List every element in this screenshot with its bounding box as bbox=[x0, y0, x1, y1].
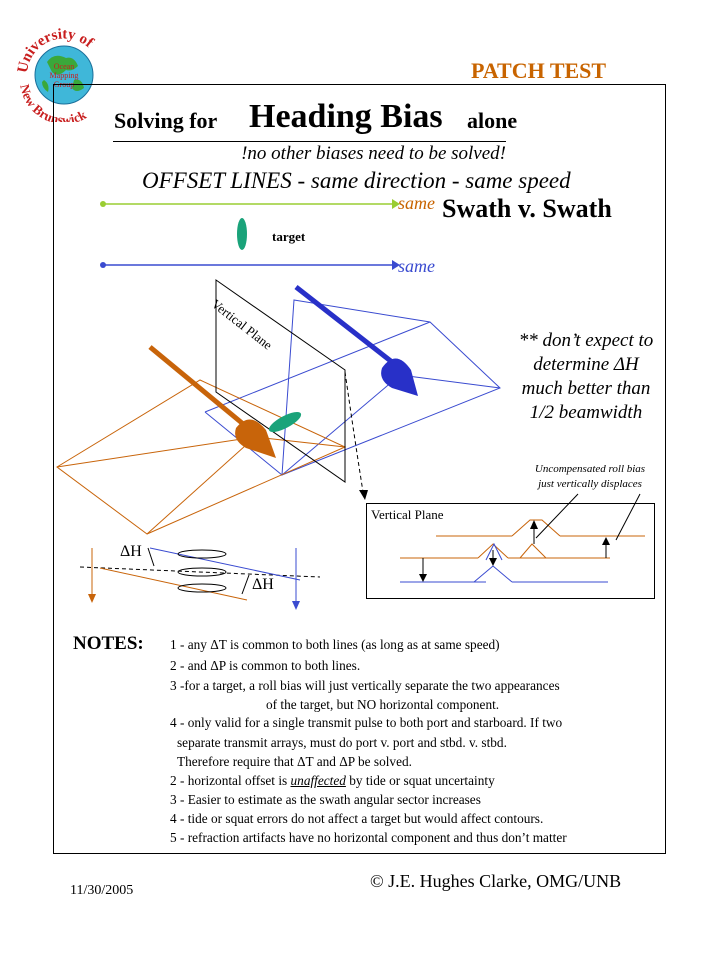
slide-frame bbox=[53, 84, 666, 854]
note-line: 2 - and ΔP is common to both lines. bbox=[170, 658, 361, 673]
delta-h-left: ΔH bbox=[120, 543, 142, 560]
upper-line-start-dot bbox=[100, 201, 106, 207]
roll-note-line: just vertically displaces bbox=[538, 478, 642, 490]
note-text: 2 - horizontal offset is bbox=[170, 773, 291, 788]
expectation-line: much better than bbox=[521, 378, 651, 399]
lower-line-arrowhead bbox=[392, 260, 400, 270]
note-line: 3 - Easier to estimate as the swath angu… bbox=[170, 792, 481, 807]
upper-line-arrowhead bbox=[392, 199, 400, 209]
target-label: target bbox=[272, 229, 306, 244]
note-line: 5 - refraction artifacts have no horizon… bbox=[170, 830, 567, 845]
target-marker bbox=[237, 218, 247, 250]
expectation-line: determine ΔH bbox=[533, 354, 639, 375]
offset-lines-caption: OFFSET LINES - same direction - same spe… bbox=[142, 168, 571, 193]
title-prefix: Solving for bbox=[114, 108, 218, 133]
note-line: of the target, but NO horizontal compone… bbox=[266, 697, 500, 712]
delta-h-right: ΔH bbox=[252, 576, 274, 593]
date-footer: 11/30/2005 bbox=[70, 883, 134, 898]
same-label-upper: same bbox=[398, 193, 435, 213]
note-line: 4 - tide or squat errors do not affect a… bbox=[170, 811, 544, 826]
expectation-line: ** don’t expect to bbox=[518, 330, 654, 351]
copyright-footer: © J.E. Hughes Clarke, OMG/UNB bbox=[370, 871, 622, 891]
note-emphasis: unaffected bbox=[290, 773, 346, 788]
vertical-plane bbox=[215, 279, 346, 483]
notes-heading: NOTES: bbox=[73, 633, 144, 654]
same-label-lower: same bbox=[398, 256, 435, 276]
expectation-note: ** don’t expect to determine ΔH much bet… bbox=[486, 329, 686, 425]
note-line-unaffected: 2 - horizontal offset is unaffected by t… bbox=[170, 773, 495, 789]
expectation-line: 1/2 beamwidth bbox=[529, 402, 643, 423]
logo-center-text: Ocean bbox=[54, 62, 74, 71]
orange-swath-outline bbox=[56, 379, 347, 535]
swath-v-swath-label: Swath v. Swath bbox=[442, 194, 612, 223]
note-line: 4 - only valid for a single transmit pul… bbox=[170, 715, 563, 730]
blue-ship-icon bbox=[381, 358, 418, 396]
title-emphasis: Heading Bias bbox=[249, 98, 443, 135]
note-line: separate transmit arrays, must do port v… bbox=[177, 735, 507, 750]
title-suffix: alone bbox=[467, 108, 518, 133]
blue-ship-track bbox=[294, 285, 394, 364]
orange-ship-icon bbox=[235, 419, 276, 458]
target-3d bbox=[268, 412, 302, 432]
orange-ship-track bbox=[148, 345, 250, 430]
subtitle: !no other biases need to be solved! bbox=[113, 141, 506, 165]
vertical-plane-box bbox=[366, 503, 655, 599]
lower-line-start-dot bbox=[100, 262, 106, 268]
note-line: Therefore require that ΔT and ΔP be solv… bbox=[177, 754, 412, 769]
logo-center-text: Mapping bbox=[50, 71, 79, 80]
note-line: 1 - any ΔT is common to both lines (as l… bbox=[170, 637, 500, 652]
roll-bias-note: Uncompensated roll bias just vertically … bbox=[505, 462, 675, 492]
roll-note-line: Uncompensated roll bias bbox=[534, 463, 646, 475]
note-text: by tide or squat uncertainty bbox=[345, 773, 495, 788]
patch-test-heading: PATCH TEST bbox=[471, 58, 607, 83]
blue-swath-outline bbox=[281, 299, 501, 476]
note-line: 3 -for a target, a roll bias will just v… bbox=[170, 678, 560, 693]
vertical-plane-box-label: Vertical Plane bbox=[371, 507, 444, 522]
